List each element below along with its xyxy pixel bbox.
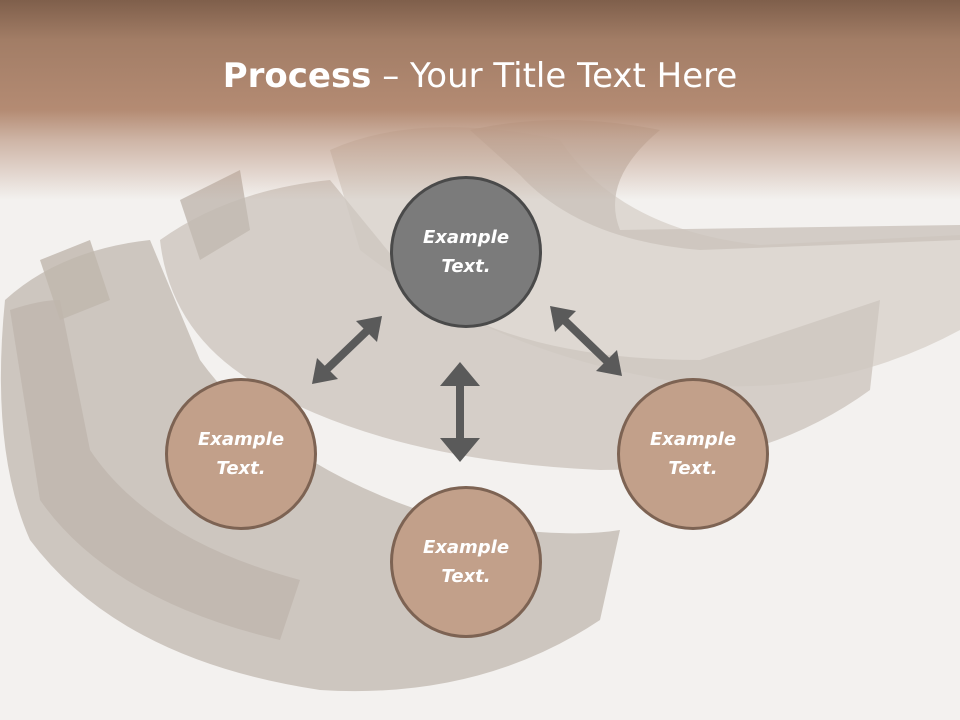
node-right-line2: Text. <box>668 458 718 479</box>
title-banner <box>0 0 960 200</box>
slide-title: Process – Your Title Text Here <box>0 48 960 104</box>
node-left-line2: Text. <box>216 458 266 479</box>
node-bottom-line2: Text. <box>441 566 491 587</box>
process-node-right: Example Text. <box>617 378 769 530</box>
title-rest-text: – Your Title Text Here <box>371 56 738 96</box>
arrow-top-right <box>550 306 622 376</box>
node-left-line1: Example <box>197 429 285 450</box>
arrow-vertical <box>440 362 480 462</box>
node-top-line1: Example <box>422 227 510 248</box>
node-top-line2: Text. <box>441 256 491 277</box>
process-node-top: Example Text. <box>390 176 542 328</box>
process-node-bottom: Example Text. <box>390 486 542 638</box>
node-bottom-line1: Example <box>422 537 510 558</box>
title-bold-text: Process <box>222 56 372 96</box>
node-right-line1: Example <box>649 429 737 450</box>
arrow-top-left <box>312 316 382 384</box>
process-node-left: Example Text. <box>165 378 317 530</box>
